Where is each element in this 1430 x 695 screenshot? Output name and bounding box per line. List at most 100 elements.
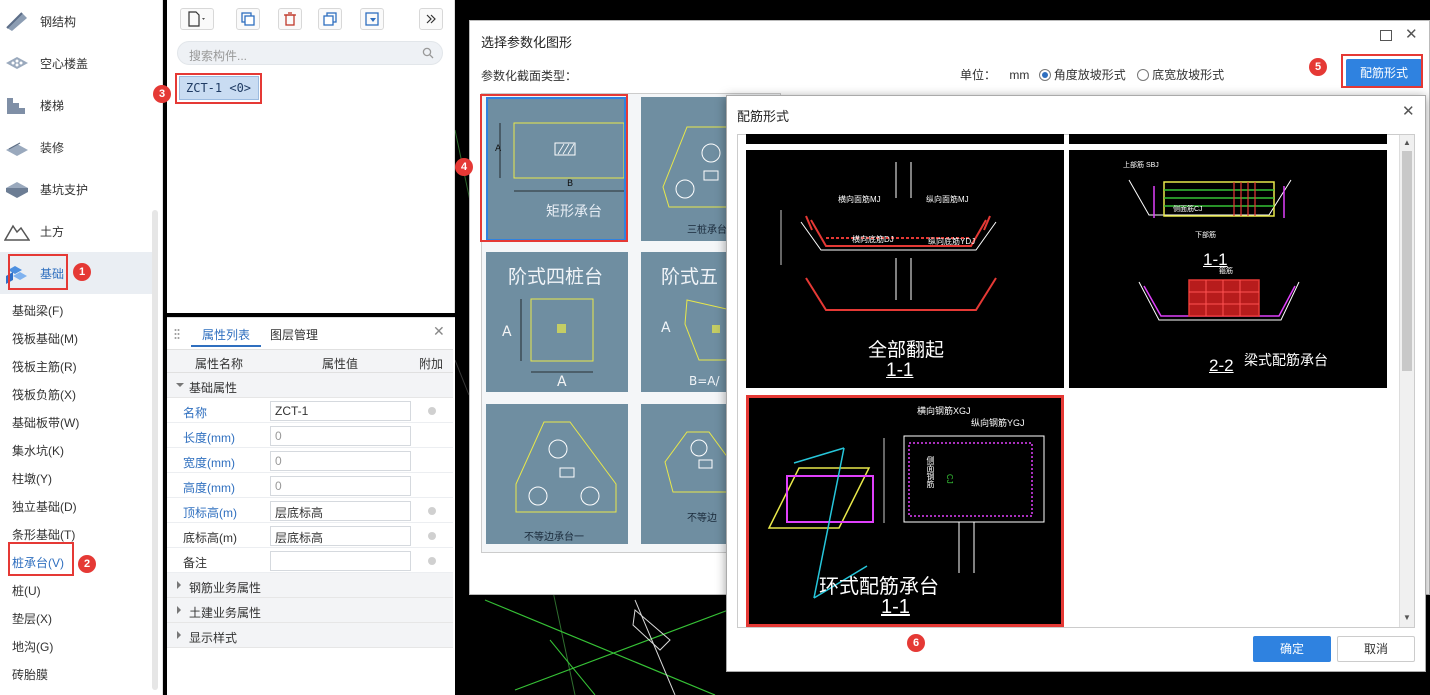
- tab-property-list[interactable]: 属性列表: [202, 328, 251, 342]
- vertical-scrollbar[interactable]: ▲ ▼: [1399, 135, 1414, 627]
- sub-item-foundation-beam[interactable]: 基础梁(F): [12, 304, 64, 318]
- left-scrollbar[interactable]: [152, 210, 158, 690]
- property-value-input[interactable]: ZCT-1: [270, 401, 411, 421]
- radio-bottom-width-slope[interactable]: 底宽放坡形式: [1137, 68, 1224, 82]
- nav-item-hollow-floor[interactable]: 空心楼盖: [0, 42, 152, 84]
- new-component-button[interactable]: [180, 8, 214, 30]
- radio-angle-slope[interactable]: 角度放坡形式: [1038, 68, 1126, 82]
- group-label: 钢筋业务属性: [189, 581, 262, 595]
- nav-item-earthwork[interactable]: 土方: [0, 210, 152, 252]
- nav-item-stairs[interactable]: 楼梯: [0, 84, 152, 126]
- rebar-card-all-bent-up[interactable]: 横向面筋MJ 纵向面筋MJ 横向底筋DJ 纵向底筋YDJ 全部翻起 1-1: [746, 150, 1064, 388]
- rebar-form-button[interactable]: 配筋形式: [1346, 59, 1422, 87]
- property-value-input[interactable]: 层底标高: [270, 501, 411, 521]
- radio-label: 底宽放坡形式: [1152, 68, 1225, 82]
- sub-item-cushion[interactable]: 垫层(X): [12, 612, 52, 626]
- shape-tile-stepped-four-pile[interactable]: 阶式四桩台 A A: [486, 252, 628, 392]
- step-badge: 1: [73, 263, 91, 281]
- unit-value: mm: [1009, 68, 1030, 82]
- nav-item-label: 基础: [40, 266, 65, 281]
- shape-tile-unequal-cap-1[interactable]: 不等边承台一: [486, 404, 628, 544]
- component-search-input[interactable]: 搜索构件...: [177, 41, 443, 65]
- property-value-input[interactable]: 0: [270, 426, 411, 446]
- property-name: 底标高(m): [183, 531, 237, 545]
- rebar-card-ring-type[interactable]: 横向钢筋XGJ 纵向钢筋YGJ 侧面钢筋 CJ 环式配筋承台 1-1: [746, 395, 1064, 627]
- dimension-label: A: [661, 320, 671, 336]
- nav-item-decoration[interactable]: 装修: [0, 126, 152, 168]
- close-icon[interactable]: ✕: [433, 323, 445, 339]
- property-name: 宽度(mm): [183, 456, 235, 470]
- rebar-card-beam-type[interactable]: 上部筋 SBJ 侧面筋CJ 下部筋 箍筋 1-1 2-2 梁式配筋承台: [1069, 150, 1387, 388]
- attach-checkbox[interactable]: [428, 557, 436, 565]
- new-file-icon: [188, 11, 205, 27]
- property-value-input[interactable]: 0: [270, 451, 411, 471]
- section-label: 1-1: [1203, 250, 1228, 269]
- group-basic-attributes[interactable]: 基础属性: [167, 373, 453, 398]
- expand-toolbar-button[interactable]: [419, 8, 443, 30]
- property-row-width: 宽度(mm) 0: [167, 448, 453, 473]
- scroll-up-icon[interactable]: ▲: [1403, 138, 1411, 147]
- delete-component-button[interactable]: [278, 8, 302, 30]
- sub-item-isolated-footing[interactable]: 独立基础(D): [12, 500, 77, 514]
- close-icon[interactable]: ✕: [1402, 103, 1415, 120]
- highlight-rect-cap: [480, 94, 628, 242]
- rebar-label: 纵向钢筋YGJ: [971, 418, 1025, 428]
- rebar-label: 纵向底筋YDJ: [928, 237, 976, 246]
- cancel-button[interactable]: 取消: [1337, 636, 1415, 662]
- chevron-right-icon: [177, 581, 181, 589]
- confirm-button[interactable]: 确定: [1253, 636, 1331, 662]
- rebar-label: CJ: [945, 474, 954, 484]
- stepped-four-pile-drawing: [520, 298, 594, 373]
- component-list-item[interactable]: ZCT-1 <0>: [179, 76, 259, 100]
- stairs-icon: [7, 98, 25, 114]
- attach-checkbox[interactable]: [428, 532, 436, 540]
- radio-label: 角度放坡形式: [1053, 68, 1126, 82]
- sub-item-raft-neg-rebar[interactable]: 筏板负筋(X): [12, 388, 76, 402]
- highlight-pile-cap: [8, 542, 74, 576]
- sub-item-brick-mold[interactable]: 砖胎膜: [12, 668, 49, 682]
- hollow-floor-icon: [6, 57, 28, 69]
- attach-checkbox[interactable]: [428, 407, 436, 415]
- section-label: 1-1: [881, 596, 910, 618]
- maximize-icon[interactable]: [1380, 30, 1392, 41]
- scroll-thumb[interactable]: [1402, 151, 1412, 371]
- property-value-input[interactable]: 0: [270, 476, 411, 496]
- sub-item-foundation-strip[interactable]: 基础板带(W): [12, 416, 80, 430]
- three-pile-drawing: [662, 126, 731, 208]
- copy-component-button[interactable]: [236, 8, 260, 30]
- tile-label: 不等边承台一: [524, 532, 584, 543]
- layer-copy-button[interactable]: [318, 8, 342, 30]
- rebar-label: 上部筋 SBJ: [1123, 162, 1159, 169]
- shape-tile-three-pile[interactable]: 三桩承台: [641, 97, 731, 241]
- nav-item-pit-support[interactable]: 基坑支护: [0, 168, 152, 210]
- sub-item-sump[interactable]: 集水坑(K): [12, 444, 64, 458]
- shape-tile-stepped-five-pile[interactable]: 阶式五 A B=A/: [641, 252, 731, 392]
- tab-layer-manager[interactable]: 图层管理: [270, 328, 319, 342]
- shape-tile-unequal-cap-2[interactable]: 不等边: [641, 404, 731, 544]
- card-title: 环式配筋承台: [819, 576, 939, 598]
- filter-component-button[interactable]: [360, 8, 384, 30]
- sub-item-column-pier[interactable]: 柱墩(Y): [12, 472, 52, 486]
- nav-item-label: 钢结构: [40, 14, 77, 29]
- scroll-down-icon[interactable]: ▼: [1403, 613, 1411, 622]
- property-value-input[interactable]: [270, 551, 411, 571]
- sub-item-pile-cap[interactable]: 桩承台(V): [12, 556, 64, 570]
- drag-handle-icon[interactable]: [174, 328, 180, 340]
- nav-item-steel[interactable]: 钢结构: [0, 0, 152, 42]
- sub-item-strip-footing[interactable]: 条形基础(T): [12, 528, 76, 542]
- attach-checkbox[interactable]: [428, 507, 436, 515]
- group-rebar-attributes[interactable]: 钢筋业务属性: [167, 573, 453, 598]
- left-navigation: 钢结构 空心楼盖 楼梯 装修 基坑支护 土方 基础 基础梁(F) 筏板基础(M)…: [0, 0, 163, 695]
- column-header-name: 属性名称: [195, 357, 244, 371]
- close-icon[interactable]: ✕: [1405, 26, 1418, 43]
- sub-item-raft[interactable]: 筏板基础(M): [12, 332, 78, 346]
- pit-support-icon: [6, 182, 28, 198]
- sub-item-raft-main-rebar[interactable]: 筏板主筋(R): [12, 360, 77, 374]
- sub-item-trench[interactable]: 地沟(G): [12, 640, 54, 654]
- group-display-style[interactable]: 显示样式: [167, 623, 453, 648]
- sub-item-pile[interactable]: 桩(U): [12, 584, 41, 598]
- rebar-label: 侧面钢筋: [926, 456, 935, 488]
- group-civil-attributes[interactable]: 土建业务属性: [167, 598, 453, 623]
- rebar-card-partial: [746, 134, 1064, 144]
- property-value-input[interactable]: 层底标高: [270, 526, 411, 546]
